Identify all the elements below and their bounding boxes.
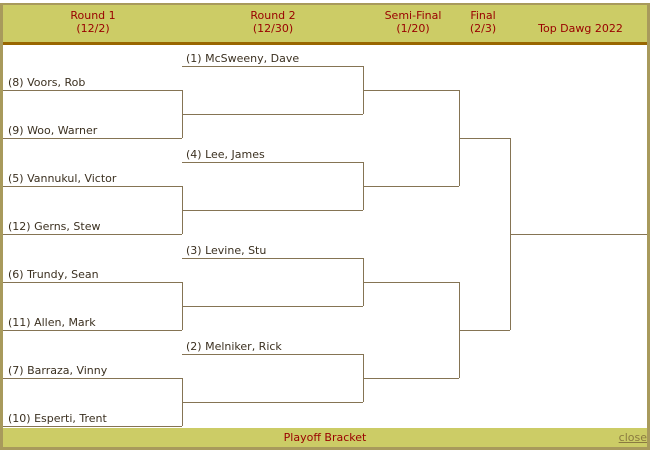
team-name: (1) McSweeny, Dave xyxy=(186,52,300,65)
round1-slot-line xyxy=(3,138,182,139)
round1-slot-line xyxy=(3,186,182,187)
round2-slot-line xyxy=(182,402,363,403)
round2-slot-line xyxy=(182,66,363,67)
round2-slot-line xyxy=(182,114,363,115)
team-name: (2) Melniker, Rick xyxy=(186,340,282,353)
close-link[interactable]: close xyxy=(618,431,647,444)
semifinal-slot-line xyxy=(363,90,459,91)
final-slot-line xyxy=(459,138,510,139)
round2-slot-line xyxy=(182,258,363,259)
round1-slot-line xyxy=(3,282,182,283)
team-name: (11) Allen, Mark xyxy=(8,316,96,329)
round2-slot-line xyxy=(182,306,363,307)
final-slot-line xyxy=(459,330,510,331)
team-name: (7) Barraza, Vinny xyxy=(8,364,108,377)
round1-slot-line xyxy=(3,378,182,379)
semifinal-slot-line xyxy=(363,282,459,283)
team-name: (5) Vannukul, Victor xyxy=(8,172,117,185)
round2-slot-line xyxy=(182,354,363,355)
round-title: Semi-Final xyxy=(384,9,442,22)
header-champion: Top Dawg 2022 xyxy=(518,22,643,35)
team-name: (8) Voors, Rob xyxy=(8,76,86,89)
header-semifinal: Semi-Final(1/20) xyxy=(368,9,458,35)
team-name: (6) Trundy, Sean xyxy=(8,268,99,281)
team-name: (4) Lee, James xyxy=(186,148,265,161)
round-date: (2/3) xyxy=(469,22,497,35)
round2-slot-line xyxy=(182,210,363,211)
round-title: Round 2 xyxy=(250,9,296,22)
bracket-footer: Playoff Bracket close xyxy=(3,428,647,447)
round2-slot-line xyxy=(182,162,363,163)
round1-slot-line xyxy=(3,330,182,331)
header-round2: Round 2(12/30) xyxy=(223,9,323,35)
team-name: (9) Woo, Warner xyxy=(8,124,98,137)
round-date: (12/2) xyxy=(76,22,110,35)
footer-title: Playoff Bracket xyxy=(283,431,367,444)
round-title: Round 1 xyxy=(70,9,116,22)
round-title: Top Dawg 2022 xyxy=(538,22,623,35)
round1-slot-line xyxy=(3,426,182,427)
header-final: Final(2/3) xyxy=(458,9,508,35)
team-name: (12) Gerns, Stew xyxy=(8,220,101,233)
team-name: (10) Esperti, Trent xyxy=(8,412,107,425)
bracket-window: Round 1(12/2) Round 2(12/30) Semi-Final(… xyxy=(0,3,650,450)
round-date: (12/30) xyxy=(252,22,294,35)
round1-slot-line xyxy=(3,234,182,235)
round-title: Final xyxy=(470,9,496,22)
round1-slot-line xyxy=(3,90,182,91)
round-date: (1/20) xyxy=(396,22,430,35)
team-name: (3) Levine, Stu xyxy=(186,244,267,257)
semifinal-slot-line xyxy=(363,186,459,187)
header-round1: Round 1(12/2) xyxy=(43,9,143,35)
semifinal-slot-line xyxy=(363,378,459,379)
champion-slot-line xyxy=(510,234,647,235)
bracket-header: Round 1(12/2) Round 2(12/30) Semi-Final(… xyxy=(3,5,647,45)
